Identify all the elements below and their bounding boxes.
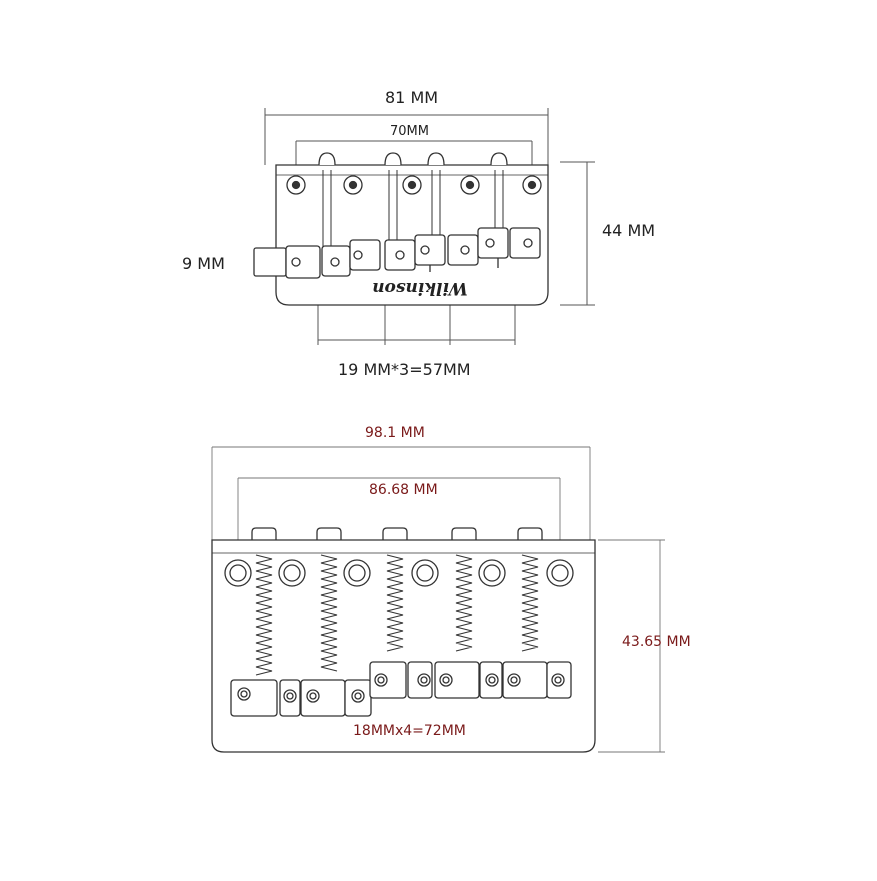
- bottom-width-label: 98.1 MM: [365, 425, 425, 441]
- top-mounting-holes: [286, 175, 542, 195]
- bottom-rear-tabs: [251, 527, 543, 540]
- bottom-dimension-lines: [211, 446, 665, 753]
- bottom-hole-span-label: 86.68 MM: [369, 482, 438, 498]
- bottom-string-spacing-label: 18MMx4=72MM: [353, 723, 466, 739]
- bottom-saddles: [230, 661, 572, 717]
- top-intonation-screws: [322, 170, 504, 248]
- bottom-bridge: [211, 446, 665, 753]
- bottom-springs: [255, 554, 539, 676]
- top-rear-tabs: [318, 152, 508, 166]
- top-hole-span-label: 70MM: [390, 124, 429, 139]
- top-height-label: 44 MM: [602, 221, 656, 240]
- bottom-mounting-holes: [224, 559, 574, 587]
- top-saddles: [253, 227, 541, 279]
- bottom-height-label: 43.65 MM: [622, 634, 691, 650]
- top-string-spacing-label: 19 MM*3=57MM: [338, 360, 471, 379]
- wilkinson-logo: Wilkinson: [372, 278, 468, 298]
- top-width-label: 81 MM: [385, 88, 439, 107]
- top-bridge: [253, 108, 595, 345]
- top-saddle-height-label: 9 MM: [182, 254, 225, 273]
